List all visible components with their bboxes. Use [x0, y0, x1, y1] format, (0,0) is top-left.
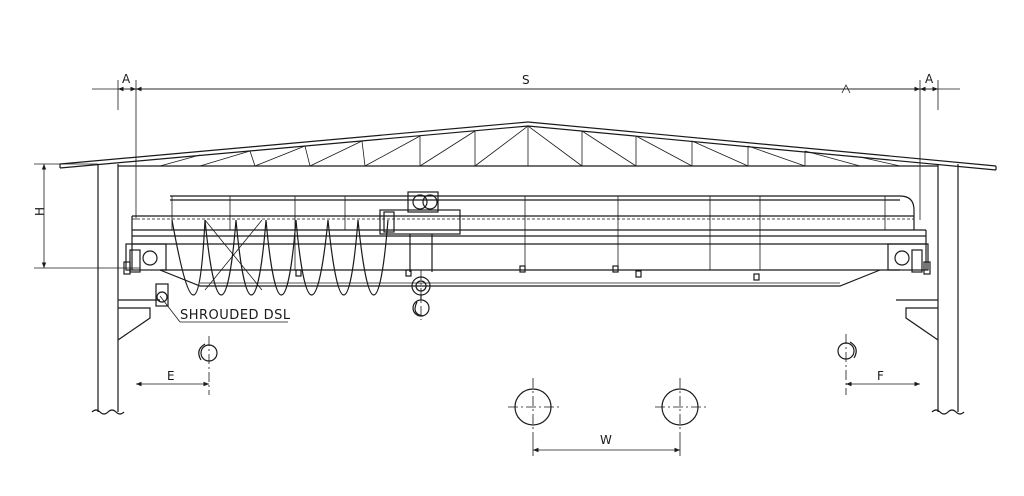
right-end-carriage [887, 243, 931, 275]
trolley-hoist [379, 191, 461, 320]
e-dimension: E [136, 369, 209, 387]
shrouded-dsl-label: SHROUDED DSL [180, 308, 291, 323]
dim-label-f: F [877, 369, 884, 383]
height-dimension: H [33, 163, 140, 269]
crane-bridge [131, 195, 927, 287]
shrouded-dsl-callout: SHROUDED DSL [155, 283, 291, 323]
dim-label-w: W [600, 433, 612, 447]
dim-label-a-left: A [122, 72, 131, 86]
trolley-wheel-left [508, 378, 560, 432]
left-end-carriage [123, 243, 167, 275]
dim-label-a-right: A [925, 72, 934, 86]
left-hook-position [198, 336, 218, 395]
span-dimension: A S A [92, 72, 960, 220]
festoon-cables [171, 219, 389, 296]
dim-label-e: E [167, 369, 175, 383]
f-dimension: F [846, 369, 920, 387]
roof-truss [59, 121, 997, 171]
right-building-column [896, 164, 965, 415]
dim-label-h: H [33, 207, 47, 216]
right-hook-position [837, 334, 857, 395]
dim-label-s: S [522, 73, 530, 87]
trolley-wheel-right [655, 378, 707, 432]
w-dimension: W [532, 432, 681, 456]
left-building-column [91, 164, 160, 415]
